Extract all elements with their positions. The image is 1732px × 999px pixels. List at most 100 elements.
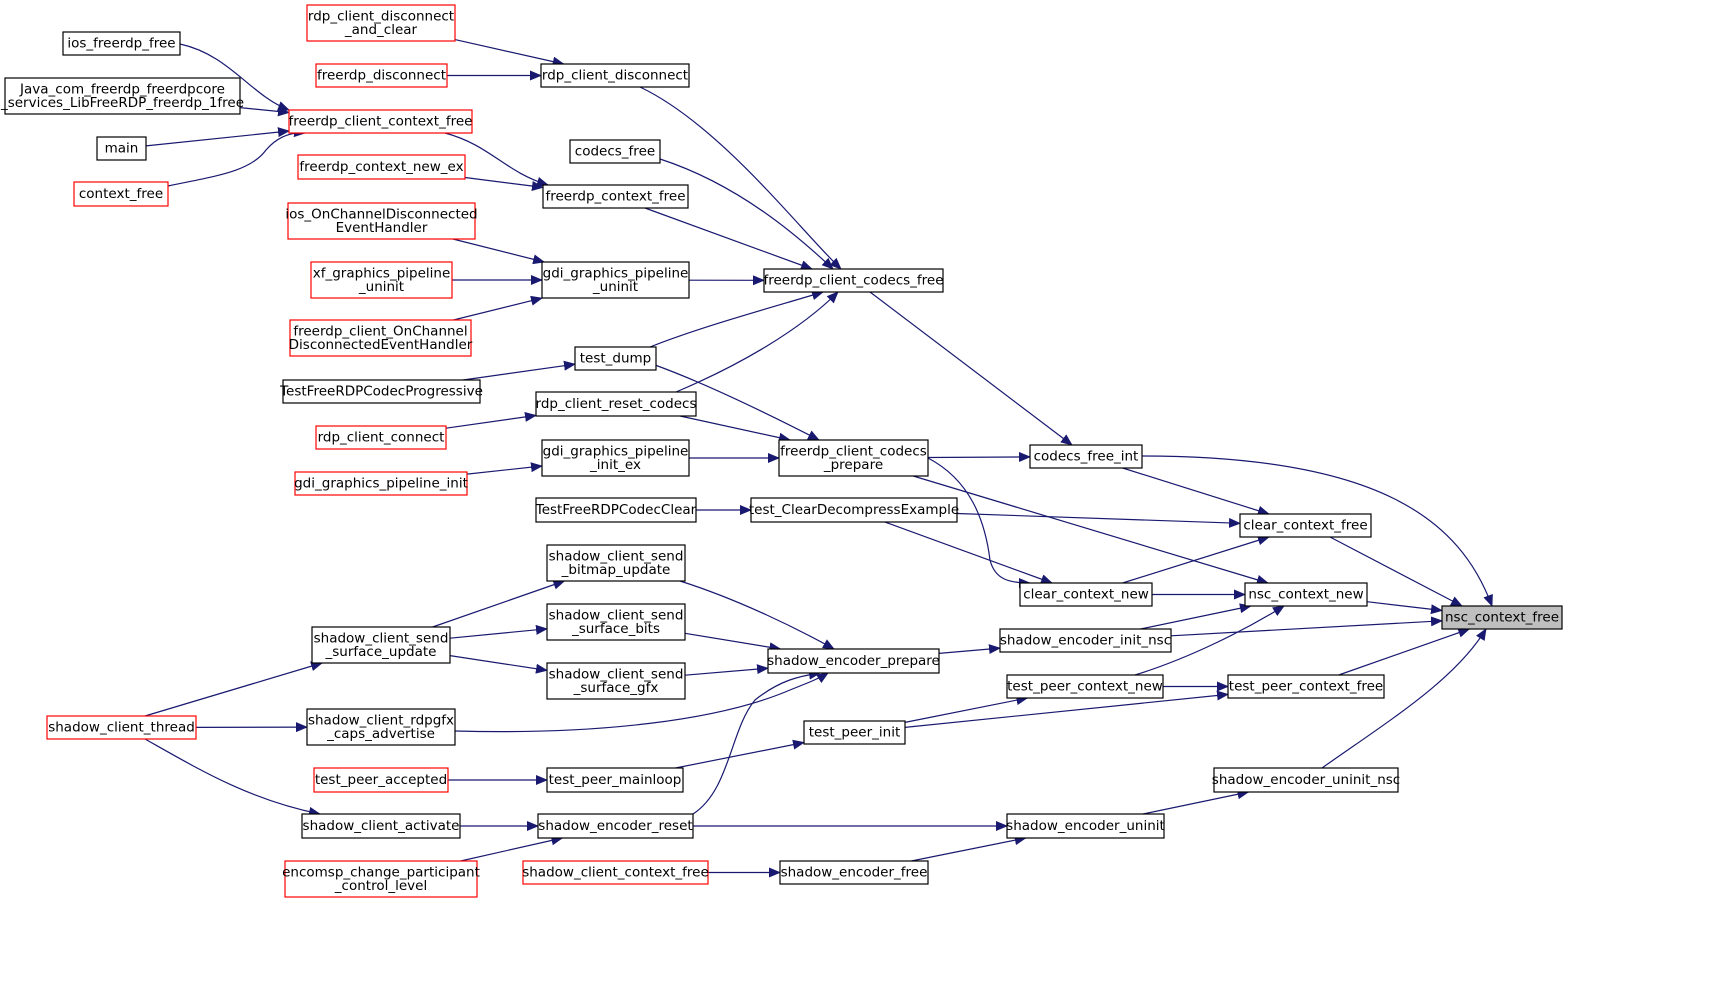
node-freerdp_disconnect[interactable]: freerdp_disconnect (315, 63, 448, 88)
node-freerdp_client_context_free[interactable]: freerdp_client_context_free (288, 109, 473, 134)
node-shadow_encoder_uninit_nsc[interactable]: shadow_encoder_uninit_nsc (1212, 767, 1400, 793)
node-test_peer_mainloop[interactable]: test_peer_mainloop (546, 767, 684, 793)
node-box[interactable] (535, 391, 697, 417)
node-test_peer_accepted[interactable]: test_peer_accepted (313, 767, 449, 793)
node-box[interactable] (546, 662, 686, 700)
node-box[interactable] (310, 261, 453, 299)
node-freerdp_client_OnChannel[interactable]: freerdp_client_OnChannelDisconnectedEven… (289, 319, 473, 357)
node-test_peer_context_free[interactable]: test_peer_context_free (1227, 674, 1385, 699)
node-box[interactable] (522, 860, 709, 885)
node-box[interactable] (1244, 582, 1368, 607)
node-TestFreeRDPCodecClear[interactable]: TestFreeRDPCodecClear (535, 497, 697, 523)
node-box[interactable] (763, 268, 944, 293)
node-freerdp_context_new_ex[interactable]: freerdp_context_new_ex (297, 154, 466, 180)
node-TestFreeRDPCodecProgressive[interactable]: TestFreeRDPCodecProgressive (279, 379, 483, 404)
node-test_peer_init[interactable]: test_peer_init (803, 720, 906, 745)
node-clear_context_new[interactable]: clear_context_new (1019, 582, 1153, 607)
node-box[interactable] (535, 497, 697, 523)
node-codecs_free_int[interactable]: codecs_free_int (1029, 444, 1143, 469)
node-box[interactable] (750, 497, 958, 523)
node-box[interactable] (1019, 582, 1153, 607)
node-box[interactable] (546, 603, 686, 641)
node-box[interactable] (803, 720, 906, 745)
node-freerdp_client_codecs_free[interactable]: freerdp_client_codecs_free (763, 268, 944, 293)
node-context_free[interactable]: context_free (73, 181, 169, 207)
node-box[interactable] (1006, 813, 1165, 839)
node-box[interactable] (1006, 674, 1164, 699)
node-box[interactable] (4, 77, 241, 115)
node-shadow_client_thread[interactable]: shadow_client_thread (46, 715, 197, 740)
node-shadow_client_send_surface_bits[interactable]: shadow_client_send_surface_bits (546, 603, 686, 641)
node-box[interactable] (540, 63, 690, 88)
node-box[interactable] (537, 813, 694, 839)
node-gdi_graphics_pipeline_uninit[interactable]: gdi_graphics_pipeline_uninit (541, 261, 690, 299)
node-encomsp_change_participant[interactable]: encomsp_change_participant_control_level (282, 860, 480, 898)
node-box[interactable] (282, 379, 481, 404)
node-box[interactable] (541, 439, 690, 477)
node-box[interactable] (999, 628, 1172, 653)
node-box[interactable] (569, 139, 661, 164)
node-box[interactable] (301, 813, 461, 839)
node-shadow_client_send_bitmap_update[interactable]: shadow_client_send_bitmap_update (546, 544, 686, 582)
node-shadow_encoder_uninit[interactable]: shadow_encoder_uninit (1006, 813, 1165, 839)
node-box[interactable] (1029, 444, 1143, 469)
node-shadow_encoder_prepare[interactable]: shadow_encoder_prepare (767, 648, 940, 674)
node-rdp_client_disconnect[interactable]: rdp_client_disconnect (540, 63, 690, 88)
node-rdp_client_connect[interactable]: rdp_client_connect (315, 425, 447, 450)
node-shadow_client_context_free[interactable]: shadow_client_context_free (522, 860, 709, 885)
node-box[interactable] (288, 109, 473, 134)
node-shadow_encoder_init_nsc[interactable]: shadow_encoder_init_nsc (999, 628, 1172, 653)
node-box[interactable] (546, 544, 686, 582)
node-ios_freerdp_free[interactable]: ios_freerdp_free (62, 31, 181, 56)
node-box[interactable] (778, 439, 929, 477)
node-nsc_context_new[interactable]: nsc_context_new (1244, 582, 1368, 607)
node-box[interactable] (287, 202, 476, 240)
node-rdp_client_disconnect_and_clear[interactable]: rdp_client_disconnect_and_clear (306, 4, 456, 42)
node-test_dump[interactable]: test_dump (574, 346, 657, 371)
node-test_peer_context_new[interactable]: test_peer_context_new (1006, 674, 1164, 699)
node-box[interactable] (542, 184, 689, 209)
node-box[interactable] (1441, 605, 1563, 630)
node-gdi_graphics_pipeline_init[interactable]: gdi_graphics_pipeline_init (294, 471, 468, 496)
node-box[interactable] (315, 63, 448, 88)
node-box[interactable] (297, 154, 466, 180)
node-test_ClearDecompressExample[interactable]: test_ClearDecompressExample (749, 497, 959, 523)
node-main[interactable]: main (96, 136, 147, 161)
node-freerdp_context_free[interactable]: freerdp_context_free (542, 184, 689, 209)
node-box[interactable] (574, 346, 657, 371)
node-box[interactable] (1213, 767, 1399, 793)
node-shadow_encoder_reset[interactable]: shadow_encoder_reset (537, 813, 694, 839)
node-shadow_client_send_surface_update[interactable]: shadow_client_send_surface_update (311, 626, 451, 664)
node-box[interactable] (767, 648, 940, 674)
node-box[interactable] (46, 715, 197, 740)
node-java_free[interactable]: Java_com_freerdp_freerdpcore_services_Li… (0, 77, 244, 115)
node-box[interactable] (284, 860, 478, 898)
node-shadow_encoder_free[interactable]: shadow_encoder_free (779, 860, 929, 885)
node-clear_context_free[interactable]: clear_context_free (1239, 513, 1372, 538)
node-xf_graphics_pipeline_uninit[interactable]: xf_graphics_pipeline_uninit (310, 261, 453, 299)
node-box[interactable] (1239, 513, 1372, 538)
node-freerdp_client_codecs_prepare[interactable]: freerdp_client_codecs_prepare (778, 439, 929, 477)
node-codecs_free[interactable]: codecs_free (569, 139, 661, 164)
node-box[interactable] (313, 767, 449, 793)
node-box[interactable] (289, 319, 472, 357)
node-shadow_client_rdpgfx_caps_advertise[interactable]: shadow_client_rdpgfx_caps_advertise (306, 708, 456, 746)
node-box[interactable] (1227, 674, 1385, 699)
node-box[interactable] (306, 4, 456, 42)
node-rdp_client_reset_codecs[interactable]: rdp_client_reset_codecs (535, 391, 697, 417)
node-box[interactable] (779, 860, 929, 885)
node-box[interactable] (306, 708, 456, 746)
node-box[interactable] (546, 767, 684, 793)
node-gdi_graphics_pipeline_init_ex[interactable]: gdi_graphics_pipeline_init_ex (541, 439, 690, 477)
node-box[interactable] (294, 471, 468, 496)
node-shadow_client_send_surface_gfx[interactable]: shadow_client_send_surface_gfx (546, 662, 686, 700)
node-box[interactable] (73, 181, 169, 207)
node-box[interactable] (315, 425, 447, 450)
node-box[interactable] (96, 136, 147, 161)
node-box[interactable] (62, 31, 181, 56)
node-shadow_client_activate[interactable]: shadow_client_activate (301, 813, 461, 839)
node-nsc_context_free[interactable]: nsc_context_free (1441, 605, 1563, 630)
node-box[interactable] (541, 261, 690, 299)
node-box[interactable] (311, 626, 451, 664)
